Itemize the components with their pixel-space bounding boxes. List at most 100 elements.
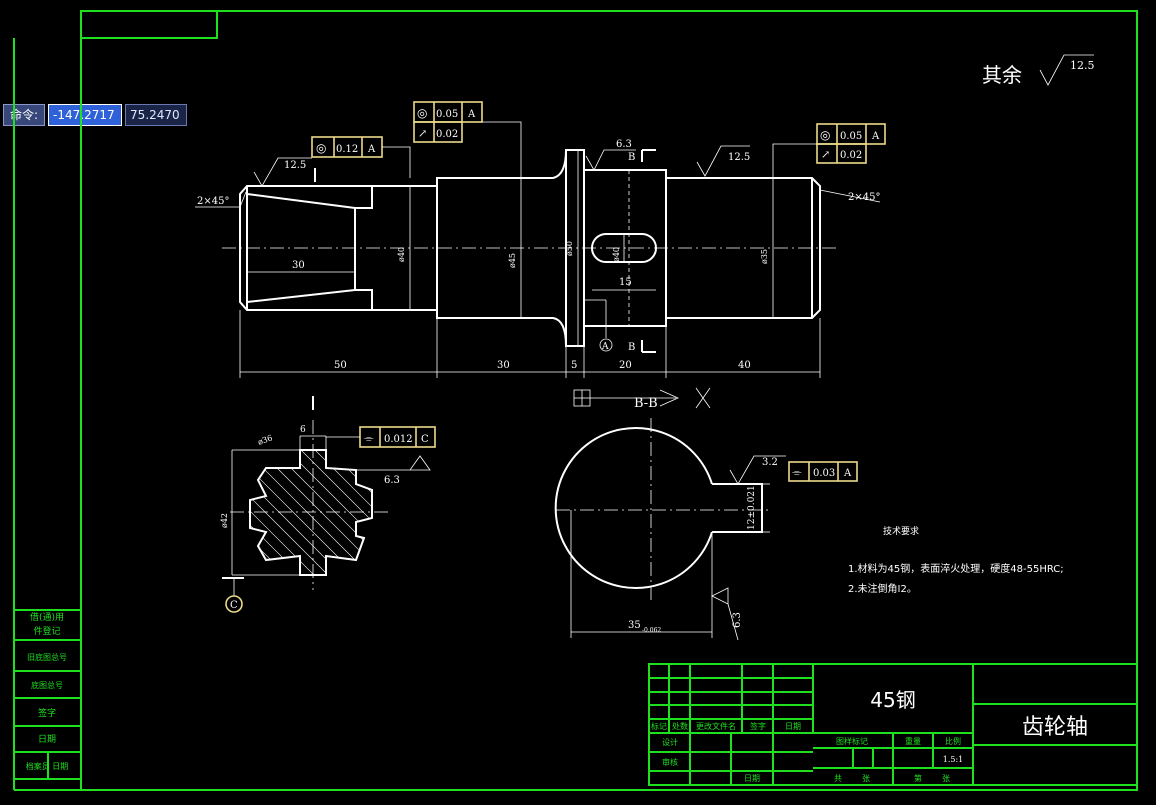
dim-d-mid: ø45 xyxy=(508,253,517,268)
dim-d-left: ø40 xyxy=(397,247,406,262)
general-roughness: 其余 12.5 xyxy=(982,54,1095,87)
gtol-right-2-value: 0.02 xyxy=(840,150,862,161)
tb-row-review: 审核 xyxy=(662,757,678,767)
key-roughness-value: 3.2 xyxy=(762,457,778,468)
dim-d-flange: ø50 xyxy=(565,241,574,256)
dim-len-5: 5 xyxy=(571,360,577,371)
coord-x-input[interactable]: -147.2717 xyxy=(48,104,123,126)
tb-weight: 重量 xyxy=(905,736,921,746)
key-roughness-icon xyxy=(729,455,786,485)
roughness-left-value: 12.5 xyxy=(284,160,306,171)
key-width-dim: 12±0.021 xyxy=(747,485,757,530)
spline-gtol-symbol-icon: ⌯ xyxy=(364,431,374,445)
roughness-right-icon xyxy=(696,145,750,177)
gtol-mid: ◎ 0.05 A ↗ 0.02 xyxy=(413,101,522,178)
datum-a: A xyxy=(601,342,609,352)
dim-len-30: 30 xyxy=(497,360,510,371)
sidebar-row-3: 旧底图总号 xyxy=(27,652,67,662)
sidebar-row-5: 签字 xyxy=(38,707,56,719)
sidebar-row-7: 档案员 日期 xyxy=(26,761,69,771)
tb-footer-no: 第 xyxy=(914,773,922,783)
section-hatch-line xyxy=(250,450,353,575)
tb-header-3: 更改文件名 xyxy=(696,721,736,731)
section-mark-b-top: B xyxy=(628,152,635,163)
section-hatch-line xyxy=(250,450,325,575)
spline-dim-width: 6 xyxy=(300,425,306,435)
command-line[interactable]: 命令: -147.2717 75.2470 xyxy=(3,104,188,126)
coord-y-input[interactable]: 75.2470 xyxy=(125,104,188,126)
gtol-right-2-symbol-icon: ↗ xyxy=(821,148,830,161)
datum-a-icon xyxy=(599,338,613,352)
section-hatch-line xyxy=(250,450,339,575)
tech-req-title: 技术要求 xyxy=(883,525,919,537)
section-hatch-line xyxy=(323,450,372,575)
tech-req-item-2: 2.未注倒角I2。 xyxy=(848,582,917,595)
section-hatch-line xyxy=(250,450,367,575)
dim-keyway-length: 15 xyxy=(619,277,632,288)
datum-c-icon xyxy=(225,595,243,613)
spline-section-view: 6 ø42 ø36 ⌯ 0.012 C 6.3 C xyxy=(100,396,534,613)
side-roughness-icon xyxy=(711,587,739,641)
sidebar-row-6: 日期 xyxy=(38,734,56,745)
gtol-mid-2-value: 0.02 xyxy=(436,129,458,140)
left-sidebar-table: 借(通)用 件登记 旧底图总号 底图总号 签字 日期 档案员 日期 xyxy=(14,609,81,780)
tb-header-4: 签字 xyxy=(750,721,766,731)
tb-header-5: 日期 xyxy=(785,722,801,731)
gtol-right-1-value: 0.05 xyxy=(840,131,862,142)
gtol-right: ◎ 0.05 A ↗ 0.02 xyxy=(772,123,886,178)
general-roughness-label: 其余 xyxy=(982,63,1022,87)
bb-gtol-datum: A xyxy=(843,468,852,479)
section-label-bb: B-B xyxy=(634,396,658,411)
dim-d-right: ø35 xyxy=(760,249,769,264)
chamfer-left: 2×45° xyxy=(197,196,229,207)
tb-footer-sheets-1: 张 xyxy=(862,774,870,783)
section-hatch-line xyxy=(295,450,372,575)
technical-requirements: 技术要求 1.材料为45钢，表面淬火处理，硬度48-55HRC; 2.未注倒角I… xyxy=(848,525,1064,595)
dim-len-20: 20 xyxy=(619,360,632,371)
tb-scale-value: 1.5:1 xyxy=(943,755,964,764)
sidebar-row-2: 件登记 xyxy=(33,625,60,637)
gtol-left-value: 0.12 xyxy=(336,144,358,155)
gtol-left: ◎ 0.12 A xyxy=(311,136,411,178)
chamfer-right: 2×45° xyxy=(848,192,880,203)
bb-gtol-symbol-icon: ⌯ xyxy=(792,465,802,479)
sidebar-row-4: 底图总号 xyxy=(31,680,63,690)
dim-d-keyseat: ø40 xyxy=(612,247,621,262)
dim-spline-length: 30 xyxy=(292,260,305,271)
spline-gtol-datum: C xyxy=(421,434,429,445)
depth-dim: 35 xyxy=(628,620,641,631)
roughness-left-icon xyxy=(253,157,312,187)
gtol-mid-1-datum: A xyxy=(467,109,476,120)
tb-footer-sheets-2: 张 xyxy=(942,774,950,783)
gtol-mid-1-symbol-icon: ◎ xyxy=(417,106,427,120)
section-hatch-line xyxy=(250,450,255,575)
gtol-left-symbol-icon: ◎ xyxy=(316,141,326,155)
main-shaft-view: ø40 ø45 ø50 ø40 ø35 30 15 50 30 5 20 40 … xyxy=(195,139,880,411)
spline-roughness-value: 6.3 xyxy=(384,475,400,486)
spline-dim-minor: ø36 xyxy=(257,433,274,447)
tb-part-name: 齿轮轴 xyxy=(1022,715,1088,740)
section-hatch-line xyxy=(281,450,372,575)
bb-section-view: 12±0.021 35 -0.062 3.2 ⌯ 0.03 A 6.3 xyxy=(554,418,858,641)
section-hatch-line xyxy=(250,450,269,575)
tb-header-1: 标记 xyxy=(651,721,667,731)
section-hatch-line xyxy=(309,450,372,575)
section-hatch-line xyxy=(250,450,372,575)
spline-roughness-icon xyxy=(356,455,431,471)
section-hatch-line xyxy=(250,450,283,575)
roughness-flange-value: 6.3 xyxy=(616,139,632,150)
section-hatch-line xyxy=(267,450,372,575)
depth-dim-tol: -0.062 xyxy=(642,627,661,634)
gtol-mid-1-value: 0.05 xyxy=(436,109,458,120)
tb-header-2: 处数 xyxy=(672,721,688,731)
spline-dim-major: ø42 xyxy=(220,513,229,528)
spline-gtol-value: 0.012 xyxy=(384,434,413,445)
side-roughness-value: 6.3 xyxy=(732,612,743,628)
datum-c: C xyxy=(230,600,238,611)
bb-gtol-value: 0.03 xyxy=(813,468,835,479)
gtol-right-1-symbol-icon: ◎ xyxy=(820,128,830,142)
section-hatch-line xyxy=(394,445,534,585)
section-hatch-line xyxy=(100,445,240,585)
tb-row-design: 设计 xyxy=(662,737,678,747)
